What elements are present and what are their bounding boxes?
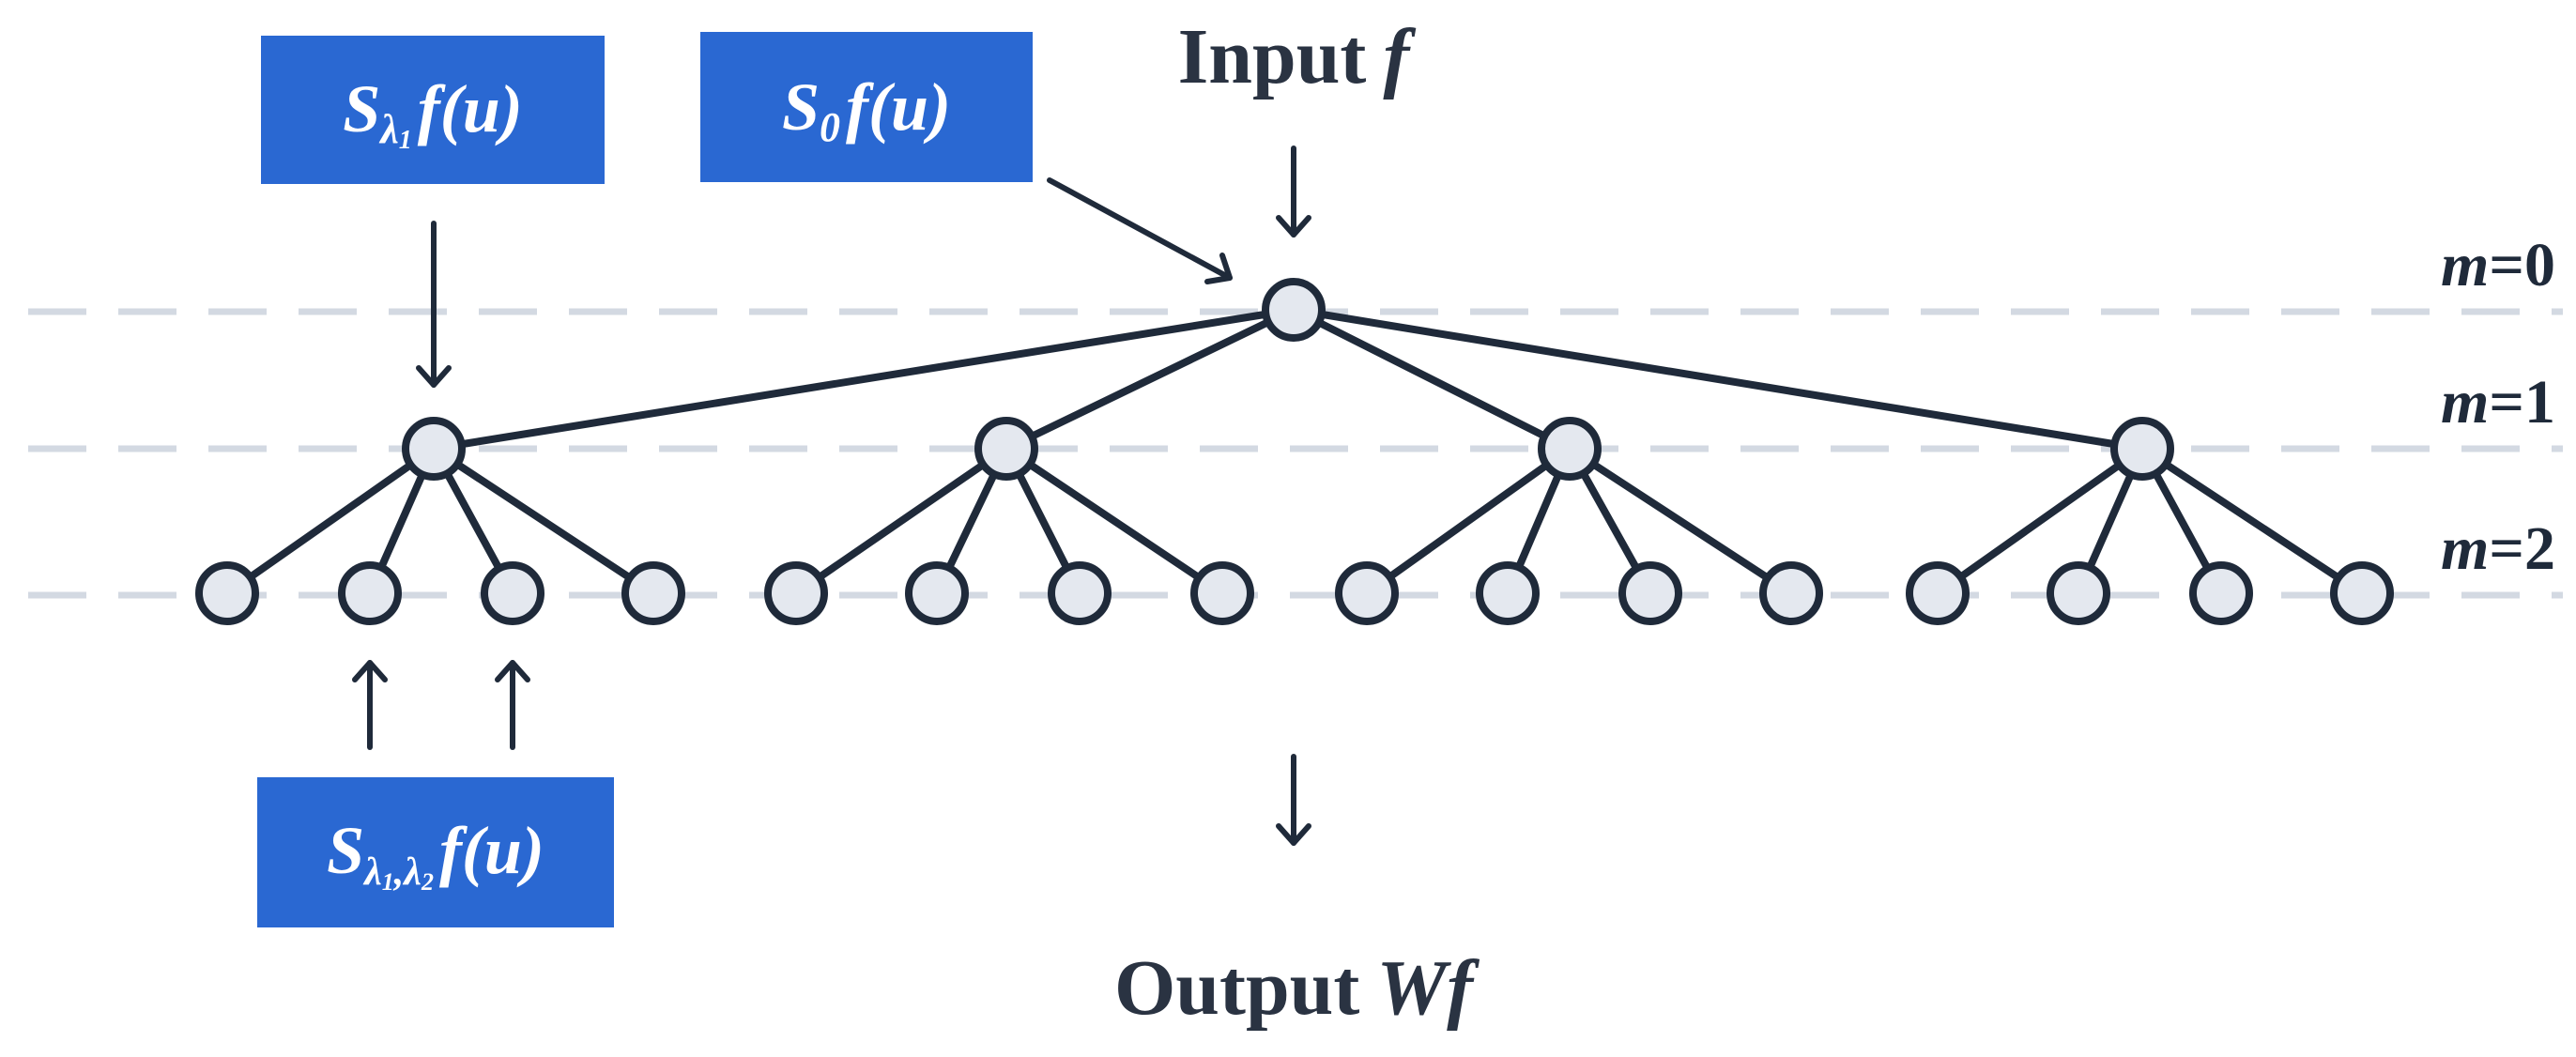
tree-node-l2	[764, 561, 828, 625]
tree-node-l2	[338, 561, 402, 625]
s-lambda12-arrows	[352, 660, 530, 750]
s-zero-arrow	[1047, 177, 1233, 284]
s-lambda12-box	[257, 777, 614, 927]
input-arrow	[1276, 146, 1311, 237]
s-zero-label: S0f(u)	[782, 69, 951, 150]
s-lambda1-label: Sλ1f(u)	[343, 71, 523, 155]
level-label-m0: m=0	[2441, 231, 2555, 299]
tree-node-l2	[2047, 561, 2110, 625]
s-lambda1-arrow	[416, 221, 452, 388]
tree-node-l2	[195, 561, 259, 625]
tree-node-l2	[1476, 561, 1540, 625]
s-lambda1-box	[261, 36, 605, 184]
tree-node-l2	[621, 561, 685, 625]
tree-node-l2	[1759, 561, 1823, 625]
tree-node-l2	[1618, 561, 1682, 625]
tree-node-l2	[905, 561, 969, 625]
tree-node-l2	[481, 561, 544, 625]
tree-node-root	[1262, 278, 1326, 342]
level-label-m2: m=2	[2441, 514, 2555, 583]
tree-node-l2	[1335, 561, 1399, 625]
tree-node-l1	[402, 417, 466, 481]
tree-node-l2	[1190, 561, 1254, 625]
tree-node-l1	[2110, 417, 2174, 481]
tree-node-l2	[2330, 561, 2394, 625]
tree-node-l2	[1048, 561, 1112, 625]
tree-node-l1	[974, 417, 1038, 481]
tree-node-l2	[1906, 561, 1970, 625]
output-arrow	[1276, 754, 1311, 846]
level-label-m1: m=1	[2441, 368, 2555, 437]
tree-node-l1	[1538, 417, 1602, 481]
s-zero-box	[700, 32, 1033, 182]
tree-node-l2	[2189, 561, 2253, 625]
s-lambda12-label: Sλ1,λ2f(u)	[327, 813, 544, 896]
